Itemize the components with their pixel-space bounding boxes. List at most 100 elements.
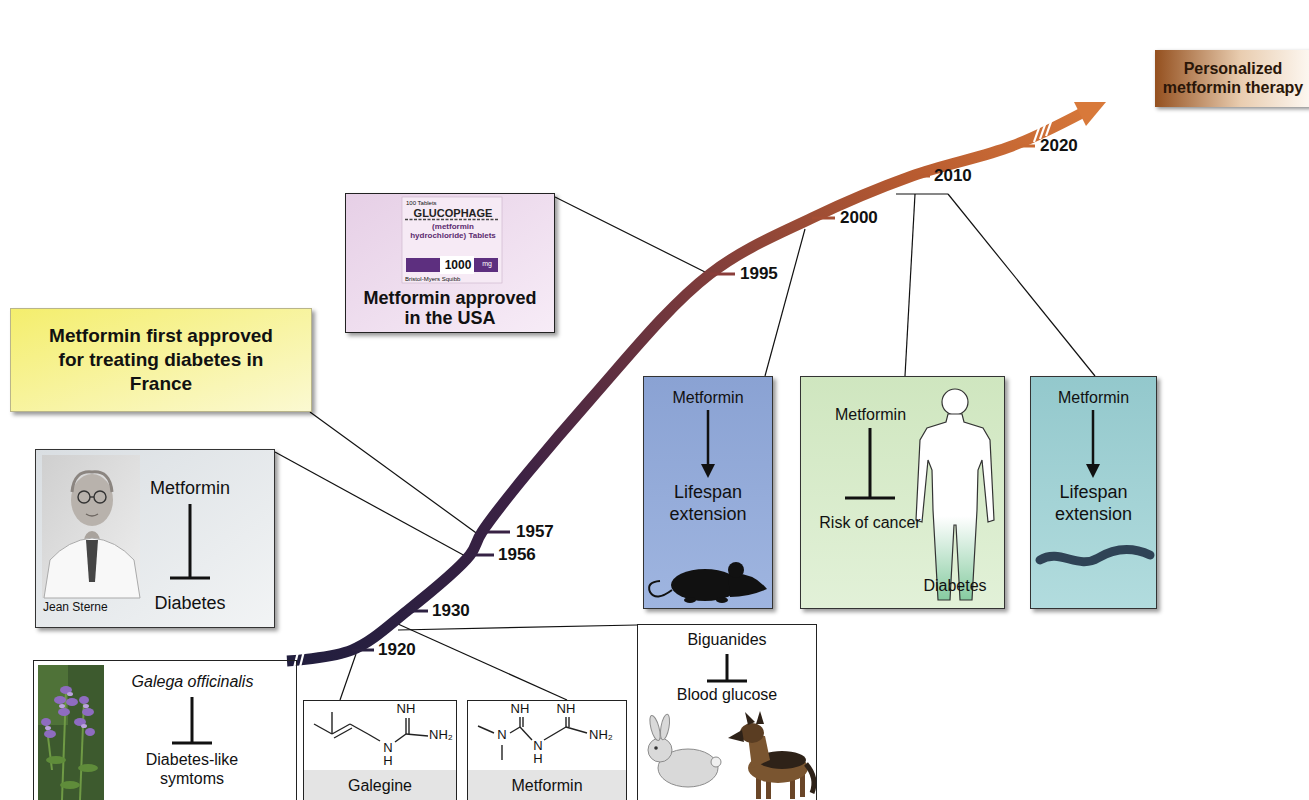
rabbit-figure xyxy=(654,746,658,750)
label-slot: NH₂ xyxy=(586,727,616,743)
year-label: 1956 xyxy=(498,545,546,565)
plant-photo xyxy=(59,704,65,708)
box-text: Metformin xyxy=(1033,388,1154,407)
finding-box: MetforminLifespan extension xyxy=(643,376,773,609)
year-tick xyxy=(710,273,735,276)
portrait-photo xyxy=(86,514,98,516)
box-text: Metformin xyxy=(646,388,770,407)
text-slot: Lifespan extension xyxy=(1033,482,1154,525)
box-text: 100 Tablets xyxy=(406,200,466,207)
box-text: Jean Sterne xyxy=(43,600,140,614)
label-slot: 1956 xyxy=(498,545,546,565)
chemical-structure xyxy=(350,724,368,734)
label-slot: 2000 xyxy=(840,208,888,228)
inhibition-symbol xyxy=(845,497,895,500)
label-slot: NH xyxy=(391,701,421,717)
plant-photo xyxy=(85,728,95,736)
box-text: Metformin xyxy=(469,776,625,795)
leader-line xyxy=(398,624,567,700)
dog-figure xyxy=(728,730,744,742)
chemical-structure xyxy=(408,718,409,734)
drug-package-picture xyxy=(402,197,502,283)
leader-line xyxy=(398,625,637,630)
chemical-structure xyxy=(519,717,520,727)
box-fills xyxy=(35,449,275,628)
label-slot: 1995 xyxy=(740,264,788,284)
box-fills xyxy=(303,700,457,800)
text-slot: Diabetes xyxy=(915,576,995,595)
chemical-structure xyxy=(331,712,332,734)
origin-box: Galega officinalisDiabetes-like symtoms xyxy=(33,660,297,800)
portrait-photo xyxy=(72,472,112,492)
box-text: Diabetes xyxy=(140,593,240,615)
box-text: Risk of cancer xyxy=(803,513,937,532)
chemical-structure xyxy=(405,718,406,734)
box-text: Blood glucose xyxy=(640,685,814,704)
finding-box: MetforminRisk of cancerDiabetes xyxy=(800,376,1005,609)
chemical-structure xyxy=(522,717,523,727)
dog-figure xyxy=(745,712,755,725)
leader-line xyxy=(905,194,915,376)
portrait-photo xyxy=(86,540,98,582)
timeline-arrow xyxy=(294,119,1052,668)
plant-photo xyxy=(83,704,89,708)
text-slot: Diabetes xyxy=(140,593,240,615)
box-fills xyxy=(468,770,626,800)
atom-label: NH₂ xyxy=(426,727,456,743)
worm-figure xyxy=(1040,549,1150,561)
text-slot: Metformin xyxy=(646,388,770,407)
box-text: Diabetes xyxy=(915,576,995,595)
plant-photo xyxy=(46,756,98,789)
atom-label: H xyxy=(523,751,553,767)
label-slot: 2010 xyxy=(934,166,982,186)
box-text: mg xyxy=(477,260,497,268)
rabbit-figure xyxy=(659,714,671,741)
plant-photo xyxy=(41,686,95,738)
mouse-figure xyxy=(649,581,672,597)
finding-box: BiguanidesBlood glucose xyxy=(637,624,817,800)
chemical-structure xyxy=(510,727,520,733)
rabbit-figure xyxy=(648,738,672,762)
year-tick xyxy=(812,217,835,220)
text-slot: Galega officinalis xyxy=(105,672,280,691)
label-slot: H xyxy=(373,753,403,769)
inhibition-symbol xyxy=(170,577,210,580)
plant-photo xyxy=(54,696,66,704)
activation-arrow xyxy=(707,410,710,466)
year-label: 1930 xyxy=(432,601,480,621)
year-label: 2000 xyxy=(840,208,888,228)
plant-photo xyxy=(79,696,89,704)
box-text: Metformin approved in the USA xyxy=(357,288,543,328)
label-slot: N xyxy=(487,727,517,743)
text-slot: (metformin hydrochloride) Tablets xyxy=(405,223,501,241)
dog-figure xyxy=(728,711,814,799)
milestone-box: Metformin approved in the USA 100 Tablets… xyxy=(345,193,555,333)
label-slot: NH₂ xyxy=(426,727,456,743)
portrait-photo xyxy=(90,496,94,497)
box-text: Biguanides xyxy=(640,630,814,649)
outlook-box: Personalized metformin therapy xyxy=(1155,50,1309,107)
text-slot: Metformin xyxy=(1033,388,1154,407)
mouse-figure xyxy=(684,597,696,603)
year-tick xyxy=(482,531,510,534)
atom-label: NH₂ xyxy=(586,727,616,743)
year-tick xyxy=(912,175,930,178)
activation-arrow xyxy=(701,464,715,478)
label-slot: H xyxy=(523,751,553,767)
atom-label: NH xyxy=(551,701,581,717)
text-slot: Metformin approved in the USA xyxy=(357,288,543,328)
mouse-figure xyxy=(671,569,739,601)
rabbit-figure xyxy=(648,714,662,741)
box-fills xyxy=(10,50,1309,800)
box-text: Personalized metformin therapy xyxy=(1160,59,1306,97)
text-slot: Jean Sterne xyxy=(43,600,140,614)
portrait-photo xyxy=(71,474,113,526)
plant-photo xyxy=(78,764,98,772)
drug-package-picture xyxy=(406,258,498,272)
structure-box: Metformin xyxy=(467,700,627,800)
box-text: Lifespan extension xyxy=(646,482,770,525)
box-text: Lifespan extension xyxy=(1033,482,1154,525)
text-slot: Galegine xyxy=(305,776,455,795)
atom-label: NH xyxy=(391,701,421,717)
